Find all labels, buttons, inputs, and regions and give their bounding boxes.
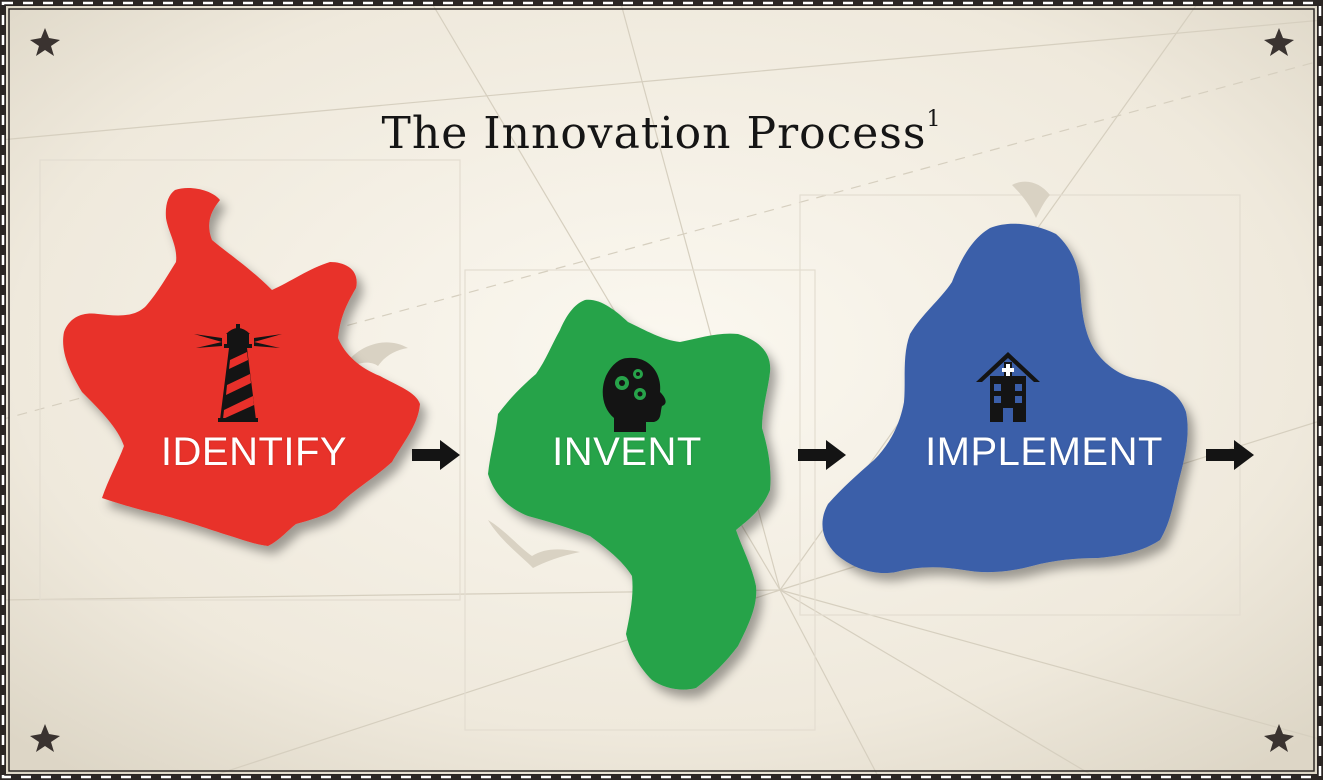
decorative-silhouettes [340,181,1050,568]
step-label-implement: IMPLEMENT [925,430,1163,474]
step-label-invent: INVENT [552,430,702,474]
hospital-icon [976,352,1040,422]
arrow-right-icon [798,440,846,470]
diagram-title: The Innovation Process1 [0,107,1323,159]
star-icon [30,724,60,752]
star-icon [30,28,60,56]
head-gears-icon [602,357,666,432]
title-footnote: 1 [926,107,942,133]
title-text: The Innovation Process [381,108,927,159]
invent-landmass [488,299,771,690]
star-icon [1264,724,1294,752]
arrow-right-icon [412,440,460,470]
flow-arrows [412,440,1254,470]
star-icon [1264,28,1294,56]
corner-stars [30,28,1294,752]
arrow-right-icon [1206,440,1254,470]
lighthouse-icon [194,324,282,422]
step-label-identify: IDENTIFY [160,430,348,474]
